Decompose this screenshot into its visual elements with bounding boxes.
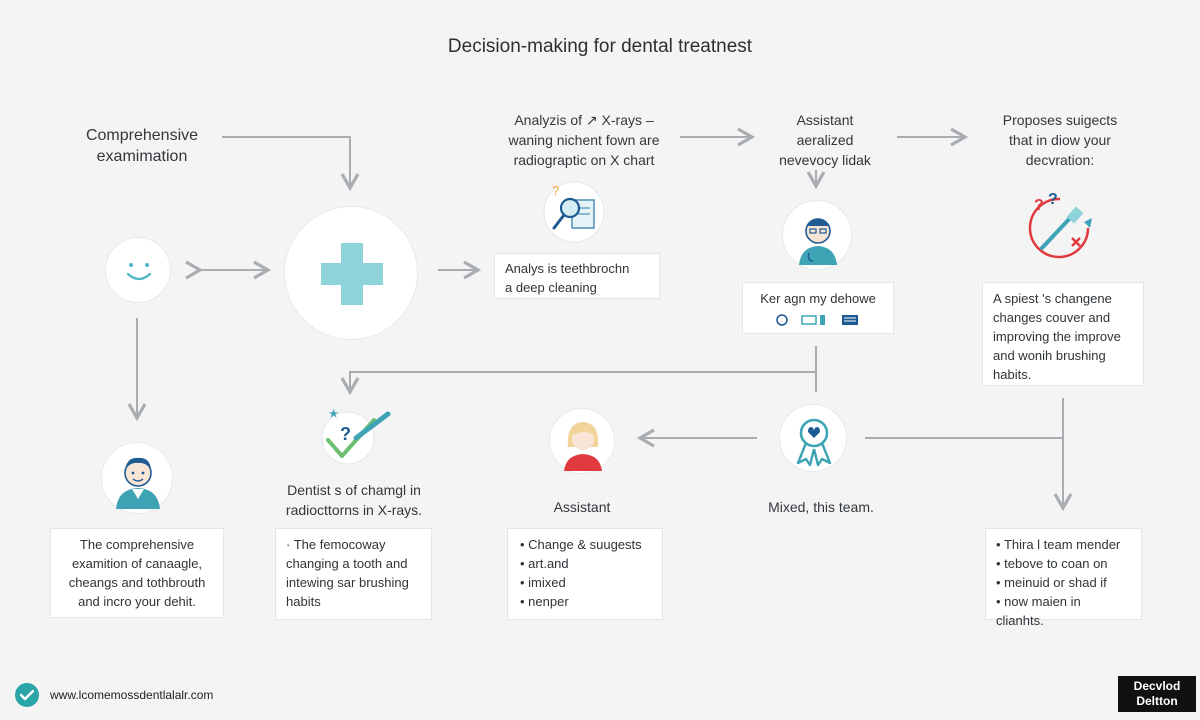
footer-url[interactable]: www.lcomemossdentlalalr.com — [50, 688, 214, 702]
team-label: Mixed, this team. — [768, 499, 874, 515]
team-box: Thira l team mender tebove to coan on me… — [985, 528, 1142, 628]
svg-text:?: ? — [1048, 191, 1058, 208]
assistant-mid-box: Change & suugests art.and imixed nenper — [507, 528, 663, 620]
checkbrush-node: ? — [318, 404, 398, 468]
smile-icon — [126, 263, 152, 281]
woman-avatar-icon — [564, 422, 602, 471]
assistant-mid-label: Assistant — [553, 499, 611, 515]
dentist-avatar-icon — [116, 457, 160, 509]
xray-node: ? — [542, 180, 606, 244]
xray-box: Analys is teethbrochn a deep cleaning — [494, 253, 660, 299]
ribbon-icon — [796, 418, 832, 467]
assistant-top-label: Assistant aeralized nevevocy lidak — [779, 112, 871, 168]
svg-text:?: ? — [1034, 197, 1044, 214]
arrow-exam-to-cross — [222, 136, 360, 192]
assistant-avatar-icon — [799, 218, 837, 265]
team-node — [779, 404, 847, 472]
svg-text:?: ? — [340, 424, 351, 444]
cross-node — [284, 206, 418, 340]
check-circle-icon — [15, 683, 39, 707]
dentist-node — [101, 442, 173, 514]
arrow-proposes-to-team — [865, 398, 1063, 508]
arrow-mid-loop — [350, 346, 817, 392]
smile-node — [105, 237, 171, 303]
toothbrush-icon: ? ? — [1028, 191, 1092, 259]
check-toothbrush-icon: ? — [321, 408, 391, 465]
list-item: art.and — [520, 554, 650, 573]
list-item: imixed — [520, 573, 650, 592]
proposes-node: ? ? — [1020, 188, 1100, 268]
list-item: Change & suugests — [520, 535, 650, 554]
assistant-top-node — [782, 200, 852, 270]
brand-badge: Decvlod Deltton — [1118, 676, 1196, 712]
woman-node — [549, 408, 615, 474]
exam-label: Comprehensive examimation — [85, 127, 199, 165]
medical-cross-icon — [321, 243, 383, 305]
list-item: meinuid or shad if — [996, 573, 1131, 592]
xray-label: Analyzis of ↗ X-rays – waning nichent fo… — [508, 112, 660, 168]
list-item: tebove to coan on — [996, 554, 1131, 573]
svg-text:?: ? — [552, 183, 559, 198]
list-item: now maien in clianhts. — [996, 592, 1131, 630]
proposes-box: A spiest 's changene changes couver and … — [982, 282, 1144, 386]
magnifier-xray-icon: ? — [543, 181, 605, 243]
diagram-title: Decision-making for dental treatnest — [447, 36, 753, 57]
list-item: Thira l team mender — [996, 535, 1131, 554]
tools-icon — [776, 314, 858, 326]
assistant-box: Ker agn my dehowe — [742, 282, 894, 334]
list-item: nenper — [520, 592, 650, 611]
dentist-label: Dentist s of chamgl in radiocttorns in X… — [285, 482, 423, 518]
exam-box: The comprehensive examition of canaagle,… — [50, 528, 224, 618]
proposes-label: Proposes suigects that in diow your decv… — [1002, 112, 1118, 168]
dentist-box: · The femocoway changing a tooth and int… — [275, 528, 432, 620]
